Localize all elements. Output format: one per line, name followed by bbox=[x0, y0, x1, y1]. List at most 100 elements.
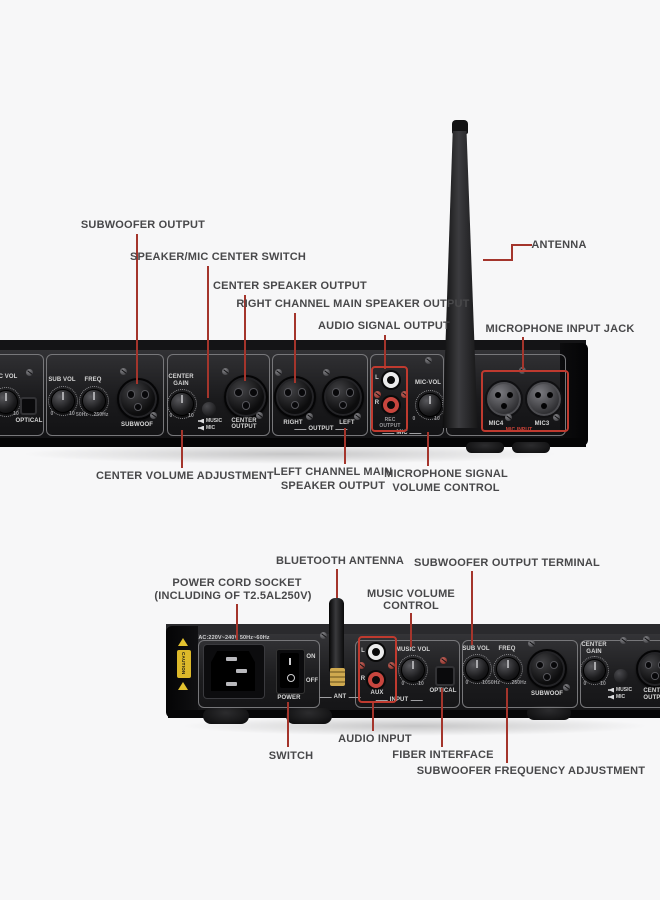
callout-left-channel-line1: LEFT CHANNEL MAIN bbox=[273, 466, 393, 478]
left-label: LEFT bbox=[339, 420, 355, 426]
antenna-sma-connector bbox=[330, 668, 345, 686]
screw-icon bbox=[306, 413, 313, 420]
music-vol-label: MUSIC VOL bbox=[395, 647, 431, 653]
aux-label: AUX bbox=[370, 690, 384, 696]
power-switch bbox=[276, 649, 305, 694]
callout-line bbox=[336, 569, 338, 598]
rec-l-label: L bbox=[375, 375, 379, 381]
screw-icon bbox=[222, 368, 229, 375]
warning-triangle-icon bbox=[178, 682, 188, 690]
center-gain-label2: GAIN bbox=[173, 381, 189, 387]
panel-shadow bbox=[180, 716, 650, 736]
callout-line bbox=[287, 702, 289, 747]
optical-label: OPTICAL bbox=[15, 418, 43, 424]
callout-speaker-mic-center-switch: SPEAKER/MIC CENTER SWITCH bbox=[129, 251, 307, 263]
mic-label: MIC bbox=[206, 425, 216, 431]
power-cord-socket bbox=[203, 644, 265, 699]
scale-250hz: 250Hz bbox=[93, 412, 109, 418]
screw-icon bbox=[505, 414, 512, 421]
scale-0: 0 bbox=[401, 681, 405, 687]
center-gain-label1: CENTER bbox=[168, 374, 194, 380]
right-label: RIGHT bbox=[283, 420, 303, 426]
power-label: POWER bbox=[277, 695, 301, 701]
center-output-label2: OUTPUT bbox=[231, 424, 257, 430]
rec-r-label: R bbox=[374, 400, 380, 406]
scale-0: 0 bbox=[465, 680, 469, 686]
music-switch-row: MUSIC bbox=[198, 418, 222, 424]
optical-port bbox=[435, 666, 455, 686]
mic-switch-row: MIC bbox=[608, 694, 625, 700]
screw-icon bbox=[150, 412, 157, 419]
panel-top-edge bbox=[0, 340, 586, 352]
ac-rating-label: AC:220V~240V 50Hz~60Hz bbox=[198, 635, 270, 641]
speaker-icon bbox=[198, 425, 204, 431]
panel-foot bbox=[527, 706, 571, 720]
callout-line bbox=[522, 337, 524, 369]
scale-50hz: 50Hz bbox=[487, 680, 501, 686]
music-vol-label: C VOL bbox=[0, 374, 18, 380]
xlr-mic3-input bbox=[525, 380, 563, 418]
output-bracket-label: OUTPUT bbox=[294, 426, 347, 432]
highlight-box-rec-output bbox=[371, 366, 408, 432]
mic-vol-label: MIC-VOL bbox=[414, 380, 442, 386]
center-output-label2: OUTPUT bbox=[643, 695, 660, 701]
callout-switch: SWITCH bbox=[268, 750, 314, 762]
callout-line bbox=[384, 335, 386, 369]
optical-label: OPTICAL bbox=[429, 688, 457, 694]
callout-audio-signal-output: AUDIO SIGNAL OUTPUT bbox=[318, 320, 450, 332]
aux-r-label: R bbox=[360, 676, 366, 682]
section-input bbox=[355, 640, 460, 708]
section-main-output bbox=[272, 354, 368, 436]
callout-line bbox=[344, 428, 346, 464]
music-switch-row: MUSIC bbox=[608, 687, 632, 693]
freq-label: FREQ bbox=[84, 377, 102, 383]
callout-music-volume-line1: MUSIC VOLUME bbox=[367, 588, 455, 600]
screw-icon bbox=[354, 413, 361, 420]
callout-line bbox=[427, 432, 429, 466]
speaker-icon bbox=[608, 694, 614, 700]
callout-music-volume-line2: CONTROL bbox=[383, 600, 439, 612]
speaker-icon bbox=[608, 687, 614, 693]
center-output-label1: CENTER bbox=[643, 688, 660, 694]
callout-line bbox=[512, 244, 532, 246]
scale-0: 0 bbox=[412, 416, 416, 422]
callout-antenna: ANTENNA bbox=[531, 239, 587, 251]
panel-foot bbox=[286, 708, 332, 724]
screw-icon bbox=[440, 657, 447, 664]
screw-icon bbox=[120, 368, 127, 375]
xlr-right-output bbox=[274, 376, 316, 418]
callout-bluetooth-antenna: BLUETOOTH ANTENNA bbox=[275, 555, 405, 567]
screw-icon bbox=[528, 640, 535, 647]
optical-port bbox=[20, 397, 37, 415]
center-gain-label1: CENTER bbox=[581, 642, 607, 648]
callout-line bbox=[483, 259, 513, 261]
section-power bbox=[198, 640, 320, 708]
input-bracket-label: INPUT bbox=[376, 697, 423, 703]
screw-icon bbox=[256, 412, 263, 419]
center-output-label1: CENTER bbox=[231, 418, 257, 424]
callout-right-channel-output: RIGHT CHANNEL MAIN SPEAKER OUTPUT bbox=[236, 298, 470, 310]
rca-aux-right bbox=[368, 672, 384, 688]
wifi-antenna bbox=[452, 120, 468, 134]
scale-0: 0 bbox=[50, 411, 54, 417]
callout-line bbox=[136, 234, 138, 384]
panel-end-cap bbox=[560, 343, 588, 446]
music-label: MUSIC bbox=[616, 687, 633, 693]
callout-line bbox=[506, 688, 508, 763]
section-music-optical bbox=[0, 354, 44, 436]
bluetooth-antenna-stub bbox=[329, 598, 344, 672]
screw-icon bbox=[388, 662, 395, 669]
rear-panel-front-view: C VOL 10 OPTICAL SUB VOL 0 10 FREQ 50Hz … bbox=[0, 0, 660, 520]
subwoof-label: SUBWOOF bbox=[530, 691, 564, 697]
callout-power-cord-line2: (INCLUDING OF T2.5AL250V) bbox=[154, 590, 312, 602]
screw-icon bbox=[620, 637, 627, 644]
highlight-box-mic-inputs bbox=[481, 370, 569, 432]
panel-shadow bbox=[20, 444, 560, 464]
screw-icon bbox=[323, 369, 330, 376]
scale-10: 10 bbox=[13, 411, 19, 417]
callout-audio-input: AUDIO INPUT bbox=[338, 733, 412, 745]
callout-line bbox=[181, 430, 183, 468]
screw-icon bbox=[425, 357, 432, 364]
music-vol-knob bbox=[0, 387, 21, 417]
